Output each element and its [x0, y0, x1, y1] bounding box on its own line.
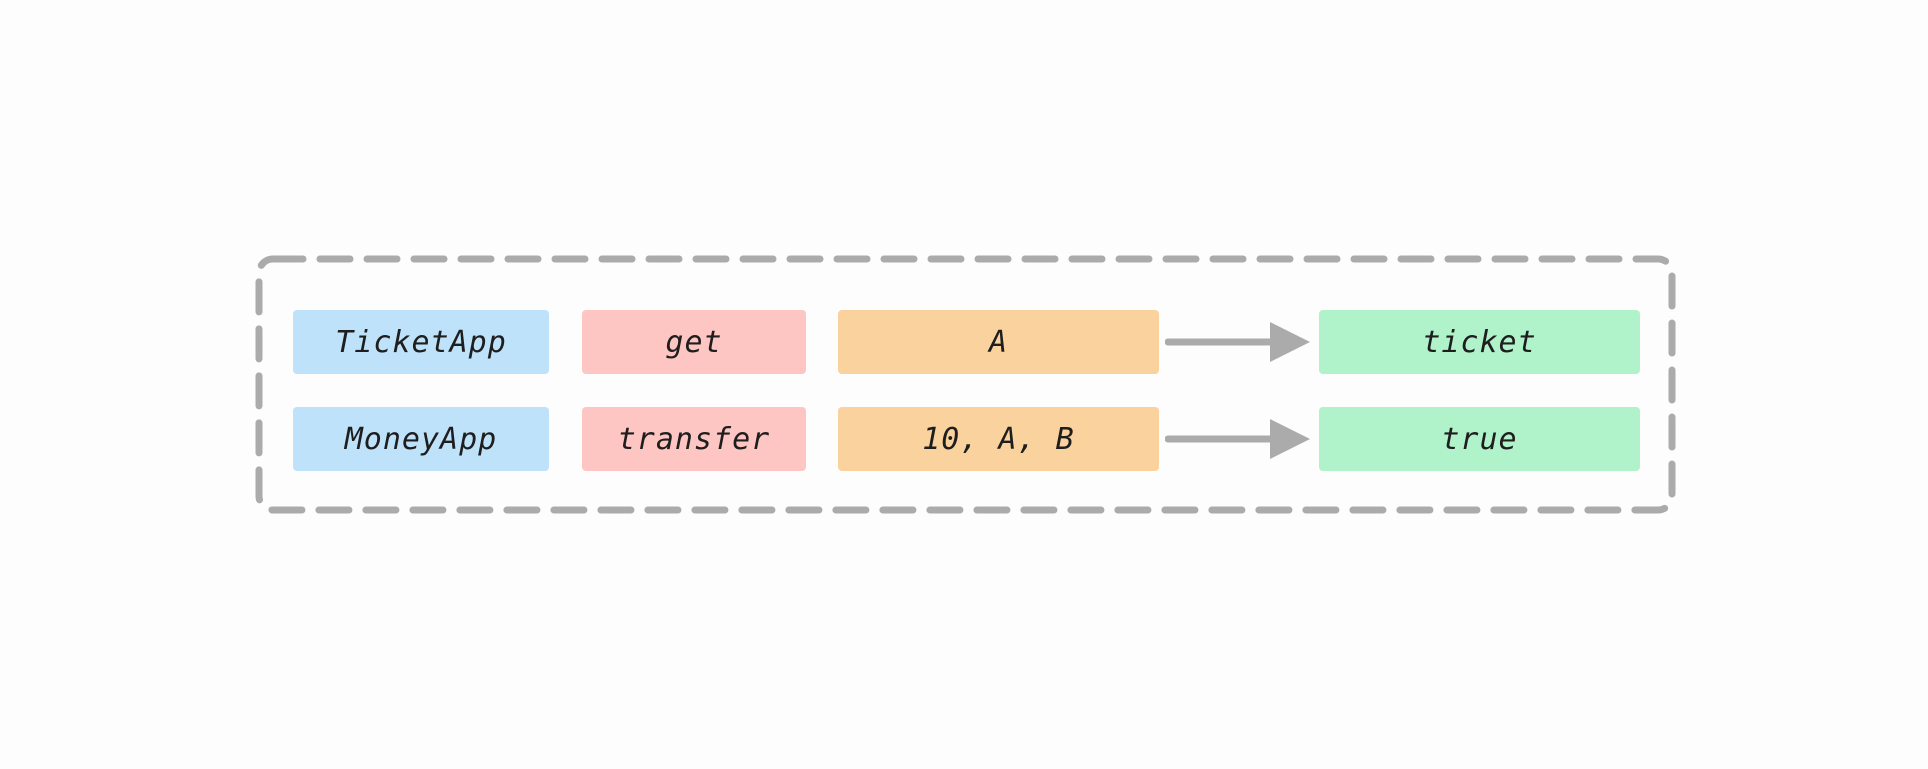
result-box-ticket: ticket [1319, 310, 1640, 374]
app-box-moneyapp: MoneyApp [293, 407, 549, 471]
method-box-get: get [582, 310, 806, 374]
method-box-transfer: transfer [582, 407, 806, 471]
args-box-row1: A [838, 310, 1159, 374]
args-box-row2: 10, A, B [838, 407, 1159, 471]
app-box-ticketapp: TicketApp [293, 310, 549, 374]
arrow-right-icon [1165, 419, 1310, 459]
result-box-true: true [1319, 407, 1640, 471]
arrow-right-icon [1165, 322, 1310, 362]
